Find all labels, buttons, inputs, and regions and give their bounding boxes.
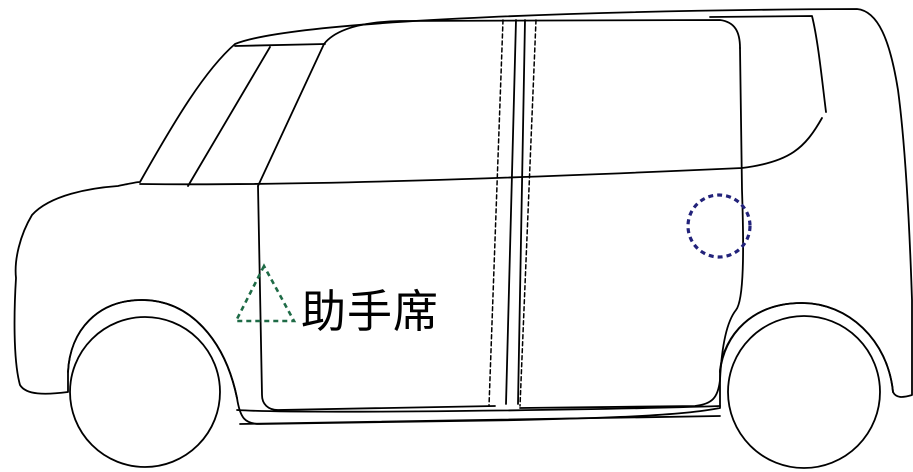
rear-quarter-window (709, 15, 827, 113)
rear-wheel-arch (719, 302, 894, 393)
rear-door-outline (519, 47, 745, 409)
pillar-guide-right (519, 19, 537, 407)
rocker-line (236, 405, 721, 413)
front-wheel (69, 316, 221, 468)
door-window-top (323, 19, 741, 49)
front-door-window-front (257, 43, 325, 187)
pillar-guide-left (488, 19, 504, 407)
fuel-lid-circle-marker (686, 193, 752, 259)
passenger-seat-label: 助手席 (301, 285, 440, 338)
rocker-bottom (239, 415, 721, 425)
front-wheel-arch (67, 299, 238, 399)
a-pillar-rear-edge (234, 43, 326, 47)
belt-line (139, 117, 823, 186)
rear-wheel (727, 315, 881, 469)
b-pillar-left (505, 19, 517, 405)
triangle-marker (233, 263, 297, 323)
b-pillar-right (517, 19, 526, 405)
front-quarter-window (187, 46, 271, 187)
front-door-outline (257, 185, 496, 411)
